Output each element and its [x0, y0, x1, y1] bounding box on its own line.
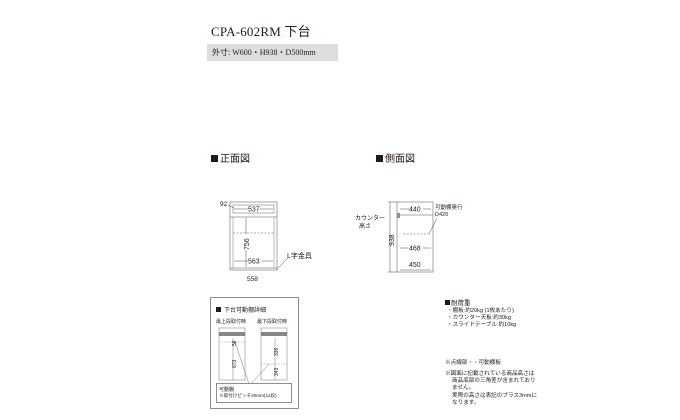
counter-height-label-2: 高さ	[359, 222, 371, 230]
load-capacity-list: ・棚板:約20kg (1枚あたり) ・カウンター天板:約30kg ・スライドテー…	[447, 308, 516, 330]
dim-top-offset: 92	[220, 201, 228, 208]
dim-inner-bottom-width: 563	[248, 259, 260, 266]
inset-drawing: 56 673 336 343	[218, 327, 288, 384]
inset-title: 下台可動棚詳細	[216, 305, 266, 314]
dim-inner-height: 756	[244, 238, 251, 250]
inset-left-dim-top: 56	[232, 340, 238, 346]
load-item-slide-table: ・スライドテーブル:約10kg	[447, 322, 517, 329]
bullet-square-icon	[376, 155, 383, 162]
counter-height-label-1: カウンター	[355, 214, 385, 222]
dim-inner-top-width: 537	[248, 207, 260, 214]
dim-bottom-depth: 450	[409, 262, 421, 269]
product-title: CPA-602RM 下台	[211, 24, 311, 39]
dim-outer-width: 558	[247, 276, 258, 283]
front-view-heading-label: 正面図	[220, 154, 250, 165]
inset-left-dim-main: 673	[232, 359, 238, 368]
shelf-depth-label-2: D420	[435, 212, 448, 218]
inset-right-dim-bottom: 343	[274, 367, 280, 376]
inset-footer-line2: ※取付けピッチ30mm(12段)	[219, 393, 277, 398]
load-item-shelf: ・棚板:約20kg (1枚あたり)	[447, 308, 514, 314]
outer-dimensions: 外寸: W600・H938・D500mm	[212, 48, 316, 57]
load-item-counter: ・カウンター天板:約30kg	[447, 315, 512, 322]
side-view-drawing: カウンター 高さ 938 440 可動棚奥行 D420 468 450	[355, 201, 463, 273]
dim-height: 938	[389, 234, 396, 246]
shelf-depth-label-1: 可動棚奥行	[435, 203, 463, 211]
dim-mid-depth: 468	[409, 246, 421, 253]
inset-col-left-label: 最上段取付時	[216, 319, 247, 325]
front-view-drawing: 92 537 756 563 558 L字金具	[220, 201, 312, 283]
dimensions-bar: 外寸: W600・H938・D500mm	[207, 44, 338, 61]
side-view-heading-label: 側面図	[385, 154, 415, 165]
side-view-heading: 側面図	[376, 150, 415, 165]
inset-right-dim-top: 336	[274, 347, 280, 356]
height-disclaimer: ※図面に記載されている商品高さは 商品底部の三角差が含まれており ません。 実際…	[445, 371, 538, 406]
bullet-square-icon	[445, 300, 450, 305]
movable-shelf-detail-panel: 下台可動棚詳細 最上段取付時 最下段取付時 56 673 336 343 可動棚…	[210, 297, 299, 409]
bracket-label: L字金具	[287, 251, 312, 260]
dashed-line-note: ※点線部・・可動棚板	[445, 360, 501, 366]
bullet-square-icon	[211, 155, 218, 162]
inset-footer-box: 可動棚 ※取付けピッチ30mm(12段)	[216, 383, 292, 403]
load-capacity-heading: 耐荷重	[445, 297, 471, 307]
bullet-square-icon	[216, 307, 221, 312]
front-view-heading: 正面図	[211, 150, 250, 165]
inset-col-right-label: 最下段取付時	[257, 319, 288, 325]
dim-top-depth: 440	[409, 207, 421, 214]
inset-footer-line1: 可動棚	[219, 387, 235, 393]
